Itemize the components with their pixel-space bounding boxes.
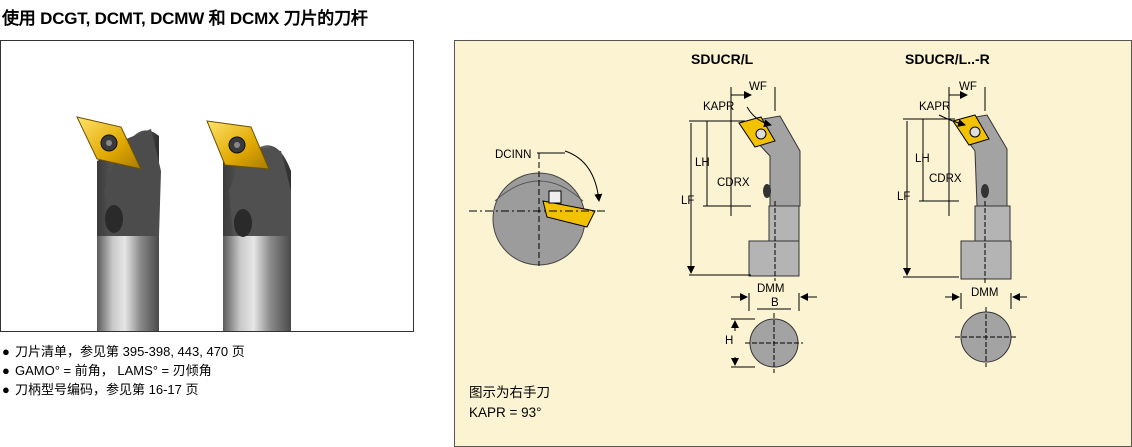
boring-bar-right-image [206,120,291,331]
label-dmm-right: DMM [971,287,999,299]
product-photo [0,40,414,332]
label-cdrx-right: CDRX [929,173,962,185]
dimension-diagram: SDUCR/L SDUCR/L..-R DCINN WF KAPR LH LF … [454,40,1132,447]
diagram-caption: 图示为右手刀 KAPR = 93° [469,383,550,423]
label-h: H [725,335,734,347]
note-item: ●GAMO° = 前角， LAMS° = 刃倾角 [2,363,212,378]
note-item: ●刀柄型号编码，参见第 16-17 页 [2,382,199,397]
label-kapr-right: KAPR [919,101,951,113]
label-dmm-left: DMM [757,283,785,295]
label-wf-left: WF [749,81,767,93]
label-kapr-left: KAPR [703,101,735,113]
label-lf-left: LF [681,195,695,207]
label-lh-right: LH [915,153,930,165]
bore-view [469,150,605,266]
label-cdrx-left: CDRX [717,177,750,189]
caption-hand: 图示为右手刀 [469,385,550,400]
label-lf-right: LF [897,191,911,203]
label-b: B [771,297,779,309]
caption-kapr: KAPR = 93° [469,405,542,420]
holder-left-drawing [687,87,817,373]
boring-bar-left-image [76,116,161,331]
label-dcinn: DCINN [495,149,532,161]
label-wf-right: WF [959,81,977,93]
holder-right-title: SDUCR/L..-R [905,51,990,67]
label-lh-left: LH [695,157,710,169]
note-item: ●刀片清单，参见第 395-398, 443, 470 页 [2,344,245,359]
page-title: 使用 DCGT, DCMT, DCMW 和 DCMX 刀片的刀杆 [2,9,368,28]
holder-left-title: SDUCR/L [691,51,754,67]
holder-right-drawing [903,87,1027,367]
notes-list: ●刀片清单，参见第 395-398, 443, 470 页 ●GAMO° = 前… [2,342,245,399]
